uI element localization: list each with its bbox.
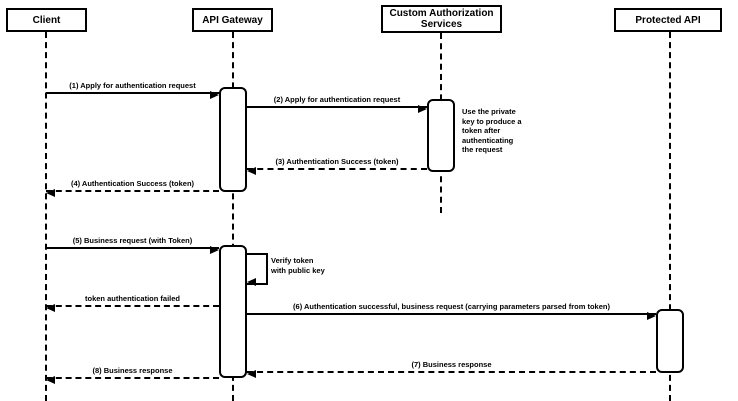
arrowhead-right-icon <box>210 246 219 254</box>
arrowhead-left-icon <box>247 167 256 175</box>
message-label: (5) Business request (with Token) <box>72 236 193 245</box>
lifeline-protected-api <box>669 32 671 401</box>
activation-api-gateway-2 <box>219 245 247 378</box>
lifeline-api-gateway <box>232 32 234 401</box>
participant-label: Protected API <box>635 14 701 26</box>
participant-custom-authorization-services: Custom Authorization Services <box>381 5 502 33</box>
message-8-business-response: (8) Business response <box>46 365 219 384</box>
message-7-business-response: (7) Business response <box>247 359 656 378</box>
message-line <box>247 105 427 113</box>
message-line <box>247 167 427 175</box>
participant-label: Custom Authorization Services <box>389 8 494 30</box>
arrowhead-right-icon <box>210 91 219 99</box>
message-label: (8) Business response <box>92 366 173 375</box>
message-2-apply-authentication: (2) Apply for authentication request <box>247 94 427 113</box>
message-line <box>247 370 656 378</box>
message-label: (2) Apply for authentication request <box>273 95 401 104</box>
message-line <box>46 246 219 254</box>
message-1-apply-authentication: (1) Apply for authentication request <box>46 80 219 99</box>
note-private-key: Use the private key to produce a token a… <box>462 107 522 154</box>
self-message-label: Verify token with public key <box>271 256 325 275</box>
message-5-business-request: (5) Business request (with Token) <box>46 235 219 254</box>
message-line <box>46 189 219 197</box>
message-4-authentication-success: (4) Authentication Success (token) <box>46 178 219 197</box>
arrowhead-left-icon <box>46 304 55 312</box>
arrowhead-left-icon <box>247 370 256 378</box>
participant-label: Client <box>32 14 61 26</box>
message-token-authentication-failed: token authentication failed <box>46 293 219 312</box>
activation-api-gateway-1 <box>219 87 247 192</box>
arrowhead-left-icon <box>247 278 256 286</box>
message-line <box>46 304 219 312</box>
message-line <box>247 312 656 320</box>
activation-custom-authorization-services <box>427 99 455 172</box>
participant-label: API Gateway <box>202 14 263 26</box>
arrowhead-right-icon <box>418 105 427 113</box>
message-label: (1) Apply for authentication request <box>69 81 196 90</box>
arrowhead-left-icon <box>46 376 55 384</box>
message-label: (3) Authentication Success (token) <box>275 157 399 166</box>
message-label: token authentication failed <box>84 294 180 303</box>
activation-protected-api <box>656 309 684 373</box>
participant-api-gateway: API Gateway <box>192 8 273 32</box>
arrowhead-right-icon <box>647 312 656 320</box>
message-line <box>46 376 219 384</box>
message-label: (6) Authentication successful, business … <box>293 302 610 311</box>
participant-client: Client <box>6 8 87 32</box>
message-label: (7) Business response <box>411 360 492 369</box>
message-label: (4) Authentication Success (token) <box>70 179 195 188</box>
message-line <box>46 91 219 99</box>
message-6-authentication-successful-business-request: (6) Authentication successful, business … <box>247 301 656 320</box>
self-message-loop <box>247 253 268 286</box>
lifeline-client <box>45 32 47 401</box>
participant-protected-api: Protected API <box>614 8 722 32</box>
message-3-authentication-success: (3) Authentication Success (token) <box>247 156 427 175</box>
arrowhead-left-icon <box>46 189 55 197</box>
